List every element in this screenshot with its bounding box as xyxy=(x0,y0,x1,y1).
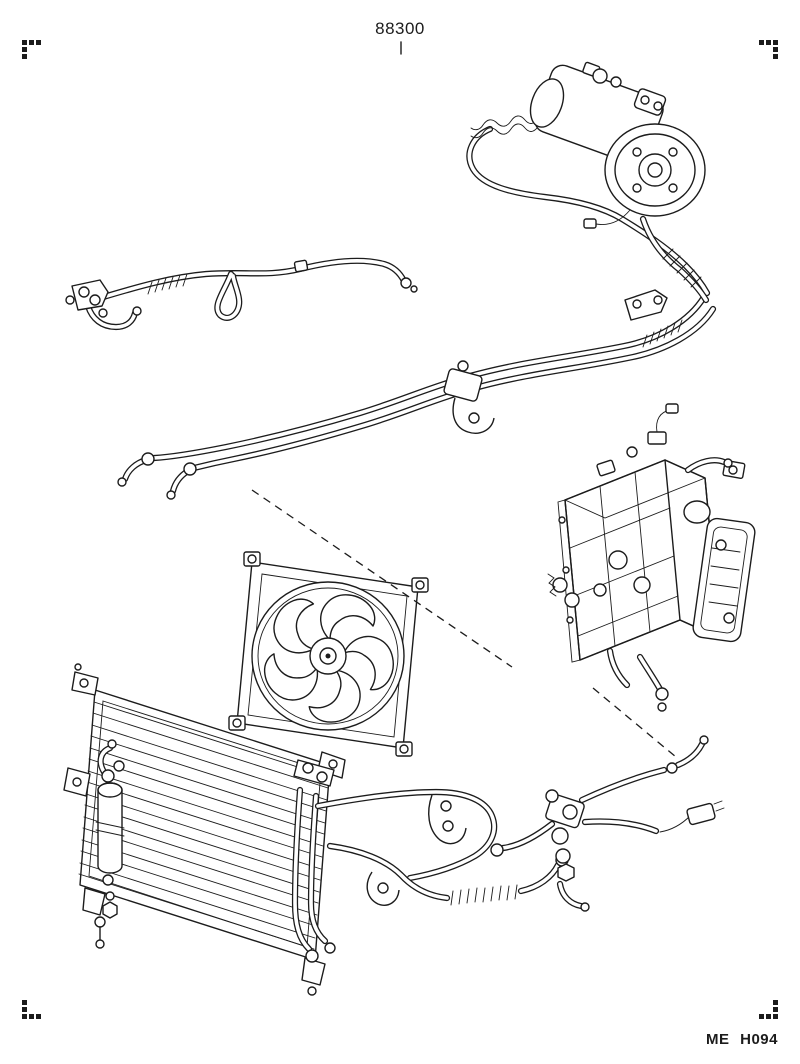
cooling-unit-evaporator xyxy=(547,403,756,712)
leader-lines xyxy=(251,489,677,758)
condenser-assembly xyxy=(71,663,346,996)
refrigerant-pipes xyxy=(117,289,713,500)
suction-hose-ticks xyxy=(662,248,702,288)
corner-mark-bottom-right xyxy=(759,1000,778,1019)
corrugated-hose-ticks xyxy=(450,884,518,906)
figure-number-label: 88300 xyxy=(375,19,425,38)
side-bracket xyxy=(692,517,756,643)
fan-blades xyxy=(253,592,402,734)
harness-connector xyxy=(686,802,716,826)
pipe-junction-bracket xyxy=(624,289,668,321)
corrugated-pipe-ticks xyxy=(147,273,188,295)
condenser-fan-assembly xyxy=(228,551,429,757)
compressor-hoses xyxy=(469,115,707,300)
expansion-valve-hoses xyxy=(490,735,725,912)
pipe-clamp-bracket xyxy=(443,360,495,434)
condenser-pipes xyxy=(294,759,569,963)
wiring-connector xyxy=(647,431,667,445)
receiver-drier xyxy=(63,739,125,919)
liquid-pipe-assembly xyxy=(65,260,418,327)
compressor-assembly xyxy=(529,61,706,229)
corner-mark-bottom-left xyxy=(22,1000,41,1019)
corner-registration-marks xyxy=(22,40,778,1019)
corner-mark-top-left xyxy=(22,40,41,59)
pipe-corrugation-ticks xyxy=(642,319,683,348)
blower-motor xyxy=(683,500,711,524)
corner-mark-top-right xyxy=(759,40,778,59)
plate-code-label: ME H094 xyxy=(705,1031,778,1048)
